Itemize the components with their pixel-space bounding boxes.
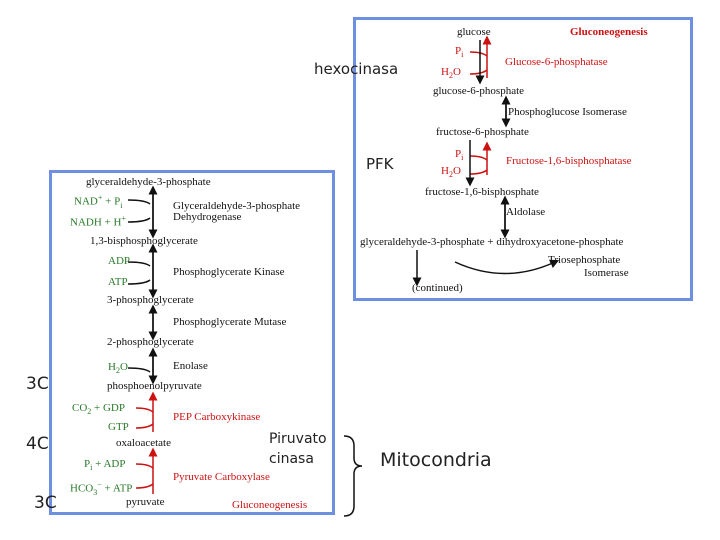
g3p-dehydrogenase-label-2: Dehydrogenase [173, 211, 242, 223]
hexocinasa-label: hexocinasa [314, 60, 399, 78]
glucose6p-label: glucose-6-phosphate [433, 85, 525, 97]
adp-label: ADP [108, 255, 131, 267]
g3p-label-left: glyceraldehyde-3-phosphate [86, 176, 211, 188]
pi-label-2: Pi [455, 148, 464, 163]
oxaloacetate-label: oxaloacetate [116, 437, 171, 449]
gluconeogenesis-title-left: Gluconeogenesis [232, 499, 308, 511]
left-red-arrows [135, 391, 158, 494]
pi-adp-label: Pi + ADP [84, 458, 126, 473]
pg2-label: 2-phosphoglycerate [107, 336, 194, 348]
pg-kinase-label: Phosphoglycerate Kinase [173, 266, 285, 278]
pep-label: phosphoenolpyruvate [107, 380, 202, 392]
carbon-label-3c-top: 3C [26, 374, 49, 394]
left-pathway-panel [49, 170, 335, 515]
nadh-label: NADH + H+ [70, 214, 126, 229]
mitocondria-label: Mitocondria [380, 449, 492, 471]
pep-carboxykinase-label: PEP Carboxykinase [173, 411, 261, 423]
g3p-dhap-label: glyceraldehyde-3-phosphate + dihydroxyac… [360, 236, 624, 248]
hco3-atp-label: HCO3− + ATP [70, 480, 133, 497]
continued-label: (continued) [412, 282, 463, 294]
carbon-label-4c: 4C [26, 434, 49, 454]
triosephosphate-label: Triosephosphate [548, 254, 621, 266]
piruvato-label: Piruvato [269, 431, 327, 447]
left-black-arrows [127, 185, 158, 385]
isomerase-label: Isomerase [584, 267, 629, 279]
bpg13-label: 1,3-bisphosphoglycerate [90, 235, 198, 247]
co2-gdp-label: CO2 + GDP [72, 402, 125, 417]
fructose6p-label: fructose-6-phosphate [436, 126, 529, 138]
pi-label-1: Pi [455, 45, 464, 60]
carbon-label-3c-bottom: 3C [34, 493, 57, 513]
h2o-label-left: H2O [108, 361, 128, 376]
right-pathway-panel [353, 17, 693, 301]
pyruvate-carboxylase-label: Pyruvate Carboxylase [173, 471, 270, 483]
g3p-dehydrogenase-label-1: Glyceraldehyde-3-phosphate [173, 200, 301, 212]
pg-mutase-label: Phosphoglycerate Mutase [173, 316, 287, 328]
phosphoglucose-isomerase-label: Phosphoglucose Isomerase [508, 106, 627, 118]
gtp-label: GTP [108, 421, 129, 433]
right-black-arrows [412, 40, 560, 287]
h2o-label-2: H2O [441, 165, 461, 180]
nad-pi-label: NAD+ + Pi [74, 193, 123, 210]
pyruvate-label: pyruvate [126, 496, 165, 508]
right-red-arrow-2 [469, 141, 492, 175]
gluconeogenesis-title-right: Gluconeogenesis [570, 26, 648, 38]
h2o-label-1: H2O [441, 66, 461, 81]
cinasa-label: cinasa [269, 451, 314, 467]
fructose16-bisphosphatase-label: Fructose-1,6-bisphosphatase [506, 155, 632, 167]
pfk-label: PFK [366, 155, 394, 173]
mitochondria-brace [343, 435, 363, 517]
atp-label: ATP [108, 276, 128, 288]
aldolase-label: Aldolase [506, 206, 546, 218]
fructose16bp-label: fructose-1,6-bisphosphate [425, 186, 539, 198]
enolase-label: Enolase [173, 360, 208, 372]
glucose-label: glucose [457, 26, 491, 38]
right-red-arrow-1 [469, 35, 492, 78]
glucose6p-phosphatase-label: Glucose-6-phosphatase [505, 56, 608, 68]
pg3-label: 3-phosphoglycerate [107, 294, 194, 306]
